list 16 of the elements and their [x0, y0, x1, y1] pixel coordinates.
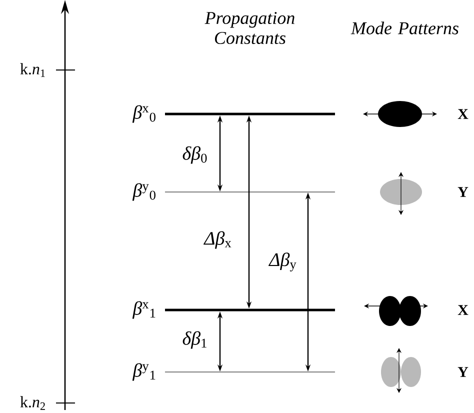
polarization-label: Y [458, 367, 468, 377]
polarization-label: X [458, 109, 468, 119]
level-label: β$^{y}$0 [132, 183, 156, 201]
polarization-label: X [458, 305, 468, 315]
level-label: β$^{x}$0 [132, 105, 156, 123]
edge-label: δβ$_{0}$ [182, 146, 207, 164]
edge-label: δβ$_{1}$ [182, 331, 206, 349]
edge-label: Δβ$_{x}$ [204, 231, 232, 249]
column-heading: Mode Patterns [350, 22, 458, 34]
edge-label: Δβ$_{y}$ [268, 252, 296, 272]
tick-label: k.n$_{2}$ [20, 396, 45, 410]
level-label: β$^{x}$1 [132, 301, 156, 319]
polarization-label: Y [458, 187, 468, 197]
level-label: β$^{y}$1 [132, 363, 156, 381]
column-heading: Propagation Constants [204, 12, 294, 44]
tick-label: k.n$_{1}$ [20, 63, 45, 77]
